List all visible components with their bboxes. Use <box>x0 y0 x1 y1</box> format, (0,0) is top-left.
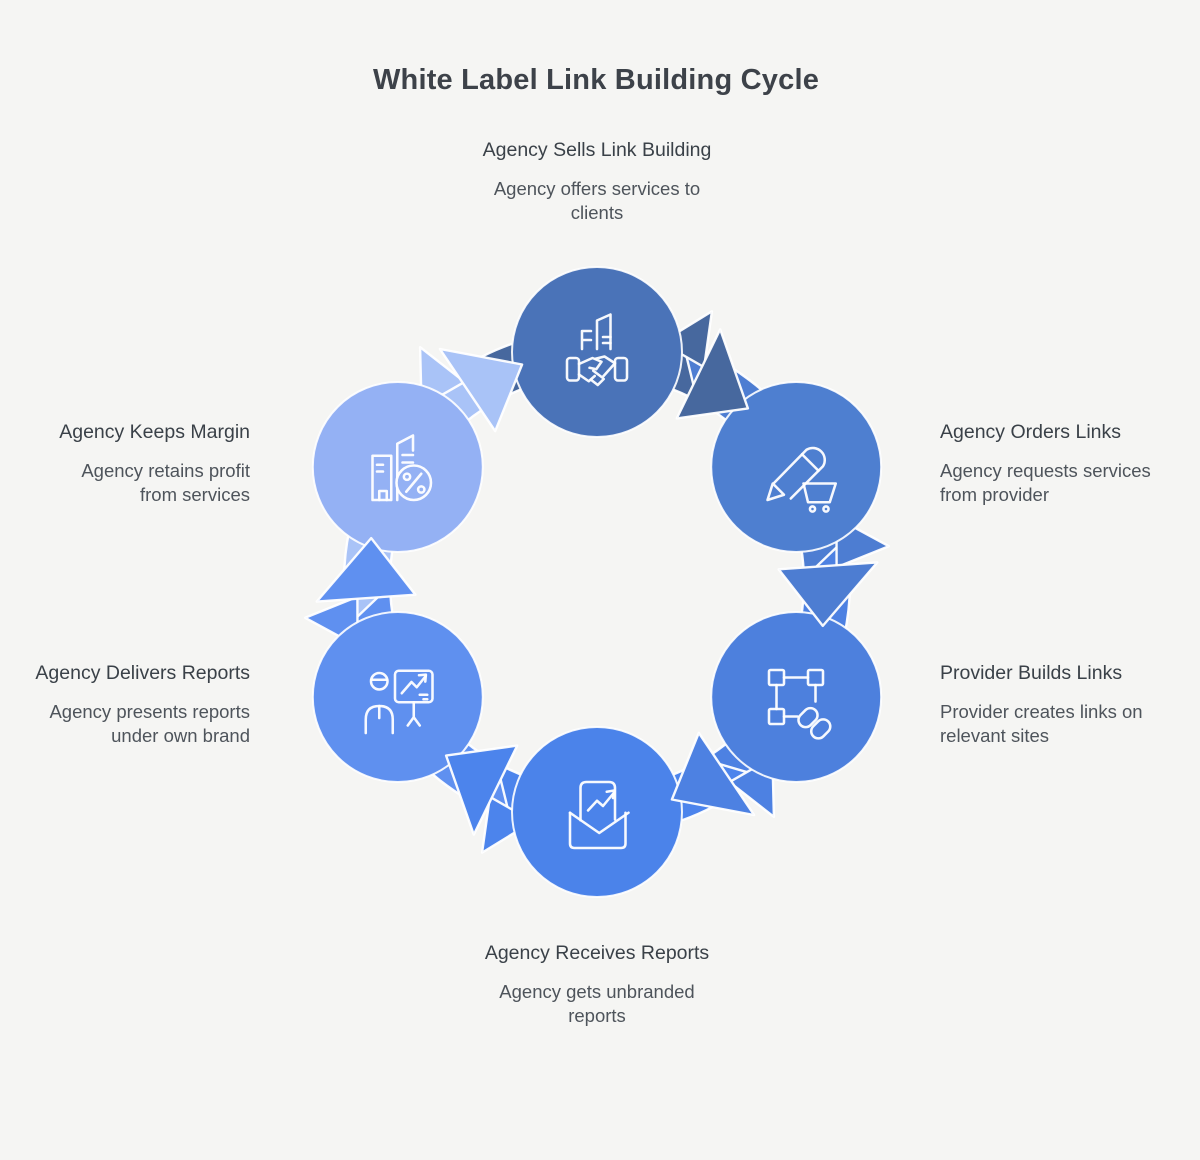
label-receives: Agency Receives Reports Agency gets unbr… <box>397 942 797 1028</box>
label-receives-title: Agency Receives Reports <box>484 942 710 964</box>
label-orders: Agency Orders Links Agency requests serv… <box>940 421 1190 507</box>
label-builds-title: Provider Builds Links <box>940 662 1123 684</box>
label-delivers-title: Agency Delivers Reports <box>35 662 250 684</box>
label-builds: Provider Builds Links Provider creates l… <box>940 662 1190 748</box>
label-margin-desc: Agency retains profit from services <box>81 460 250 505</box>
label-delivers-desc: Agency presents reports under own brand <box>49 701 250 746</box>
node-circle-receives <box>511 726 683 898</box>
node-circle-margin <box>311 381 484 553</box>
label-orders-desc: Agency requests services from provider <box>940 460 1151 505</box>
node-circle-builds <box>710 611 883 783</box>
cycle-arrow-head-builds <box>670 731 756 817</box>
label-sells: Agency Sells Link Building Agency offers… <box>397 139 797 225</box>
label-receives-desc: Agency gets unbranded reports <box>499 981 695 1026</box>
page-title: White Label Link Building Cycle <box>372 64 820 96</box>
label-margin-title: Agency Keeps Margin <box>59 421 250 443</box>
label-delivers: Agency Delivers Reports Agency presents … <box>0 662 250 748</box>
label-sells-desc: Agency offers services to clients <box>493 178 701 223</box>
cycle-arrow-head-sells <box>675 328 750 420</box>
cycle-arrow-head-orders <box>777 561 879 628</box>
label-orders-title: Agency Orders Links <box>940 421 1121 443</box>
cycle-arrow-head-delivers <box>315 536 417 603</box>
label-sells-title: Agency Sells Link Building <box>482 139 712 161</box>
label-margin: Agency Keeps Margin Agency retains profi… <box>0 421 250 507</box>
label-builds-desc: Provider creates links on relevant sites <box>940 701 1143 746</box>
cycle-arrow-head-margin <box>438 347 524 433</box>
node-circle-sells <box>511 266 683 438</box>
cycle-arrow-head-receives <box>444 744 519 836</box>
